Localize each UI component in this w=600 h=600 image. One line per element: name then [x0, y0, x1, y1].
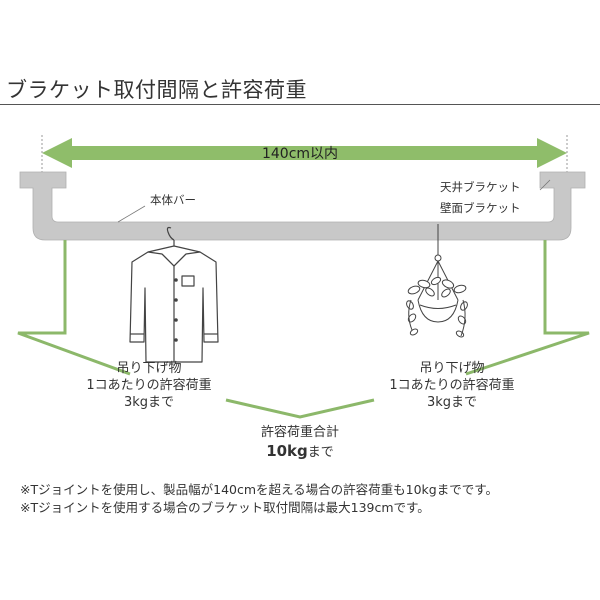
right-load-line1: 吊り下げ物 [419, 361, 485, 376]
note-2: ※Tジョイントを使用する場合のブラケット取付間隔は最大139cmです。 [20, 500, 430, 515]
title-divider [0, 104, 600, 105]
total-load-value: 10kg [266, 442, 308, 460]
right-load-line3: 3kgまで [426, 395, 478, 410]
bracket-label-leader [539, 179, 551, 191]
page-title: ブラケット取付間隔と許容荷重 [6, 78, 307, 102]
hanger-bar [19, 171, 586, 241]
left-load-line2: 1コあたりの許容荷重 [86, 378, 212, 393]
left-load-line3: 3kgまで [123, 395, 175, 410]
total-load-suffix: まで [307, 445, 334, 460]
span-arrow [42, 138, 567, 168]
total-load-line1: 許容荷重合計 [260, 425, 339, 440]
total-load-label: 許容荷重合計 10kgまで [230, 424, 370, 462]
load-flow-line [17, 240, 590, 419]
total-load-line2: 10kgまで [230, 442, 370, 462]
bar-label: 本体バー [150, 193, 196, 207]
bracket-label-ceiling: 天井ブラケット [440, 180, 521, 194]
left-load-line1: 吊り下げ物 [116, 361, 182, 376]
shirt-on-hanger-icon [129, 226, 219, 363]
span-label: 140cm以内 [262, 146, 338, 162]
left-load-label: 吊り下げ物 1コあたりの許容荷重 3kgまで [79, 360, 219, 411]
hanging-plant-icon [406, 224, 468, 338]
bracket-label-wall: 壁面ブラケット [440, 201, 521, 215]
right-load-label: 吊り下げ物 1コあたりの許容荷重 3kgまで [372, 360, 532, 411]
bar-label-leader [117, 205, 146, 223]
note-1: ※Tジョイントを使用し、製品幅が140cmを超える場合の許容荷重も10kgまでで… [20, 482, 498, 497]
right-load-line2: 1コあたりの許容荷重 [389, 378, 515, 393]
